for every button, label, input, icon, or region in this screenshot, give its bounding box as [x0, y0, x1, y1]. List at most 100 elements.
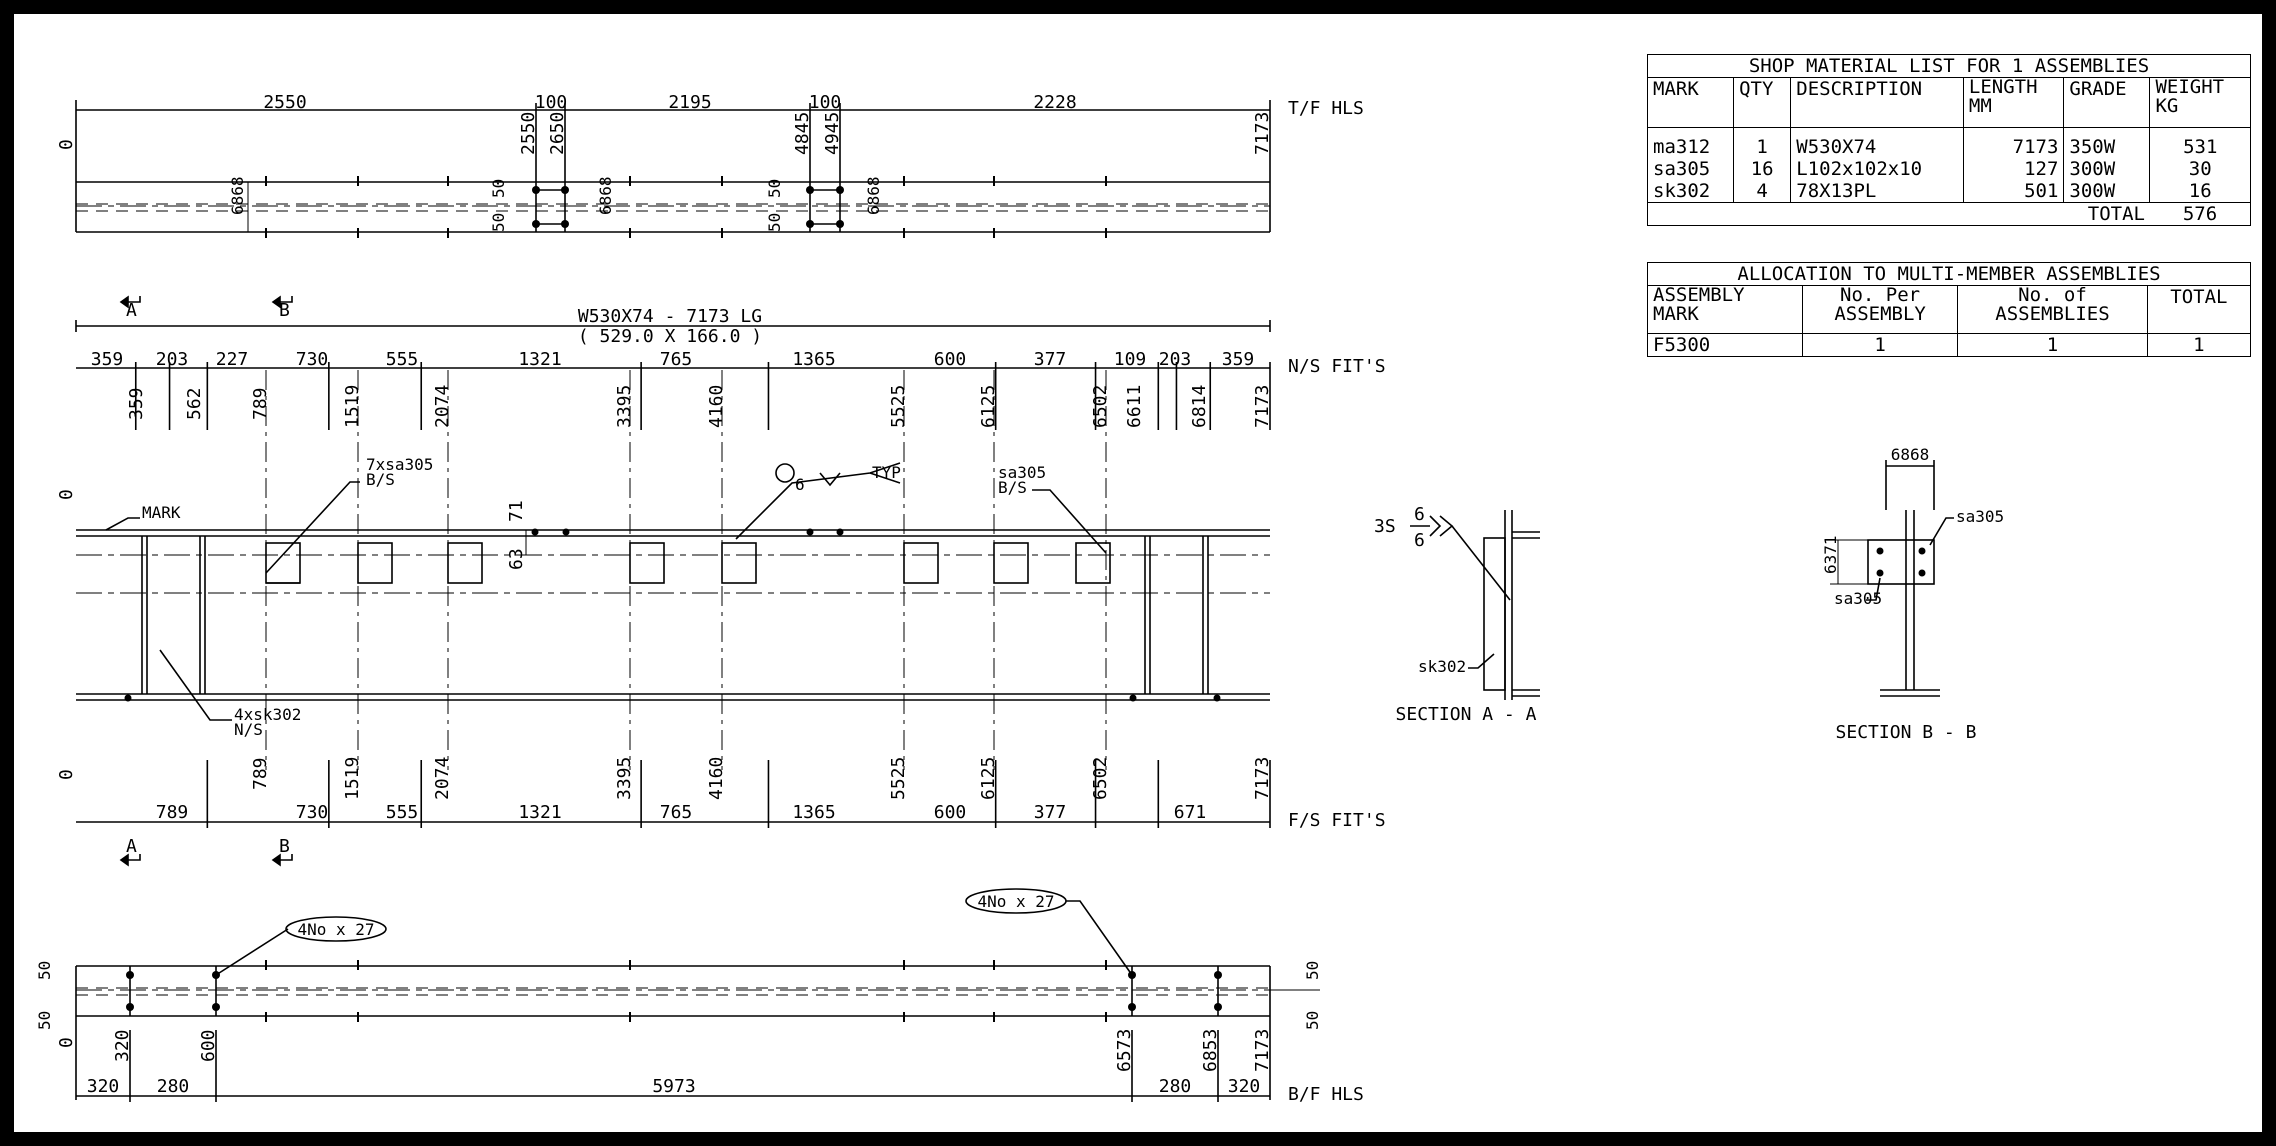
fs-ord: 1519	[342, 757, 363, 800]
bottom-flange-view: 50 50 50 50 0 4No x 27 4No x 27 320 600 …	[35, 888, 1364, 1105]
ns-ord: 3395	[614, 385, 635, 428]
shop-cell: 531	[2149, 127, 2251, 158]
section-b-width: 6868	[1891, 445, 1930, 464]
alloc-header: TOTAL	[2146, 285, 2252, 334]
tf-zero: 0	[56, 139, 77, 150]
weld-typ: TYP	[872, 463, 901, 482]
fs-dim: 1321	[518, 802, 561, 823]
section-arrows-top: A B	[119, 295, 293, 321]
ann-ns: N/S	[234, 720, 263, 739]
row-label-fs: F/S FIT'S	[1288, 810, 1386, 831]
web-holes	[124, 528, 1221, 702]
top-flange-view: 2550 100 2195 100 2228 T/F HLS 0 2550 26…	[56, 92, 1364, 238]
tf-ord: 4945	[822, 112, 843, 155]
tf-side: 50	[765, 213, 784, 232]
dim-63: 63	[506, 548, 527, 570]
alloc-header: No. Per ASSEMBLY	[1802, 285, 1959, 334]
shop-cell: W530X74	[1790, 127, 1964, 158]
shop-cell: 127	[1962, 157, 2065, 180]
section-b-title: SECTION B - B	[1836, 722, 1977, 743]
dim-71: 71	[506, 500, 527, 522]
section-mark-b-bottom: B	[279, 836, 290, 857]
shop-header: MARK	[1646, 77, 1735, 128]
ns-top-dim: 359	[1222, 349, 1255, 370]
tf-side: 50	[765, 179, 784, 198]
elev-centerlines	[265, 370, 1107, 770]
shop-cell: 350W	[2063, 127, 2151, 158]
ann-sa305: sa305	[998, 463, 1046, 482]
ns-top-dim: 555	[386, 349, 419, 370]
ann-bs-1: B/S	[366, 470, 395, 489]
weld-6-top: 6	[1414, 504, 1425, 525]
fs-ord: 6125	[978, 757, 999, 800]
ns-ord: 6502	[1090, 385, 1111, 428]
tf-top-dim: 2550	[263, 92, 306, 113]
shop-cell: 30	[2149, 157, 2251, 180]
ns-top-dim: 600	[934, 349, 967, 370]
row-label-bf: B/F HLS	[1288, 1084, 1364, 1105]
section-a-part: sk302	[1418, 657, 1466, 676]
alloc-cell: 1	[2146, 333, 2252, 357]
tf-side: 50	[489, 179, 508, 198]
shop-header: DESCRIPTION	[1790, 77, 1964, 128]
fs-dim: 765	[660, 802, 693, 823]
shop-cell: sk302	[1646, 179, 1735, 203]
bf-dim: 280	[157, 1076, 190, 1097]
shop-cell: 4	[1733, 179, 1792, 203]
fs-ord: 7173	[1252, 757, 1273, 800]
row-label-ns: N/S FIT'S	[1288, 356, 1386, 377]
shop-total-label: TOTAL	[1646, 201, 2150, 226]
ns-top-dims: 359 203 227 730 555 1321 765 1365 600 37…	[91, 349, 1255, 370]
tf-top-dim: 2228	[1033, 92, 1076, 113]
ann-bs-2: B/S	[998, 478, 1027, 497]
shop-cell: 501	[1962, 179, 2065, 203]
ann-4xsk302: 4xsk302	[234, 705, 301, 724]
fs-ordinates: 789 1519 2074 3395 4160 5525 6125 6502 7…	[250, 757, 1273, 800]
tf-side: 50	[489, 213, 508, 232]
ns-top-dim: 203	[156, 349, 189, 370]
weld-symbol: 6 TYP	[735, 462, 901, 540]
fs-dims: 789 730 555 1321 765 1365 600 377 671	[156, 802, 1207, 823]
bf-ord: 6573	[1114, 1029, 1135, 1072]
bf-dim: 5973	[652, 1076, 695, 1097]
tf-side: 6868	[864, 176, 883, 215]
tf-top-dim: 2195	[668, 92, 711, 113]
ns-top-dim: 765	[660, 349, 693, 370]
section-mark-a-bottom: A	[126, 836, 137, 857]
tf-top-dim: 100	[809, 92, 842, 113]
ns-top-dim: 227	[216, 349, 249, 370]
ns-ord: 7173	[1252, 385, 1273, 428]
fs-dim: 1365	[792, 802, 835, 823]
allocation-table: ALLOCATION TO MULTI-MEMBER ASSEMBLIES AS…	[1646, 262, 2252, 357]
shop-cell: sa305	[1646, 157, 1735, 180]
ns-top-dim: 359	[91, 349, 124, 370]
holes-label-left: 4No x 27	[297, 920, 374, 939]
alloc-cell: 1	[1802, 333, 1959, 357]
ns-top-dim: 730	[296, 349, 329, 370]
ns-top-dim: 109	[1114, 349, 1147, 370]
fs-ord: 6502	[1090, 757, 1111, 800]
ns-ord: 562	[184, 387, 205, 420]
bf-dim-ticks	[129, 1030, 1219, 1102]
bf-dim: 320	[87, 1076, 120, 1097]
tf-bolt-holes	[532, 186, 844, 228]
member-label: W530X74 - 7173 LG	[578, 306, 762, 327]
shop-total-value: 576	[2149, 201, 2251, 226]
section-b-part-2: sa305	[1834, 589, 1882, 608]
ns-ord: 6611	[1124, 385, 1145, 428]
tf-ord: 2550	[518, 112, 539, 155]
section-a-title: SECTION A - A	[1396, 704, 1537, 725]
bf-ordinates: 320 600 6573 6853 7173	[112, 1029, 1273, 1072]
bf-side: 50	[1303, 1011, 1322, 1030]
tf-ord: 2650	[547, 112, 568, 155]
ns-ord: 789	[250, 387, 271, 420]
bf-ord: 7173	[1252, 1029, 1273, 1072]
shop-cell: 16	[1733, 157, 1792, 180]
bf-dim: 320	[1228, 1076, 1261, 1097]
ns-ord: 4160	[706, 385, 727, 428]
ns-top-dim: 1321	[518, 349, 561, 370]
bf-side: 50	[35, 1011, 54, 1030]
ns-top-dim: 1365	[792, 349, 835, 370]
fs-ord: 4160	[706, 757, 727, 800]
ns-ord: 6814	[1189, 385, 1210, 428]
